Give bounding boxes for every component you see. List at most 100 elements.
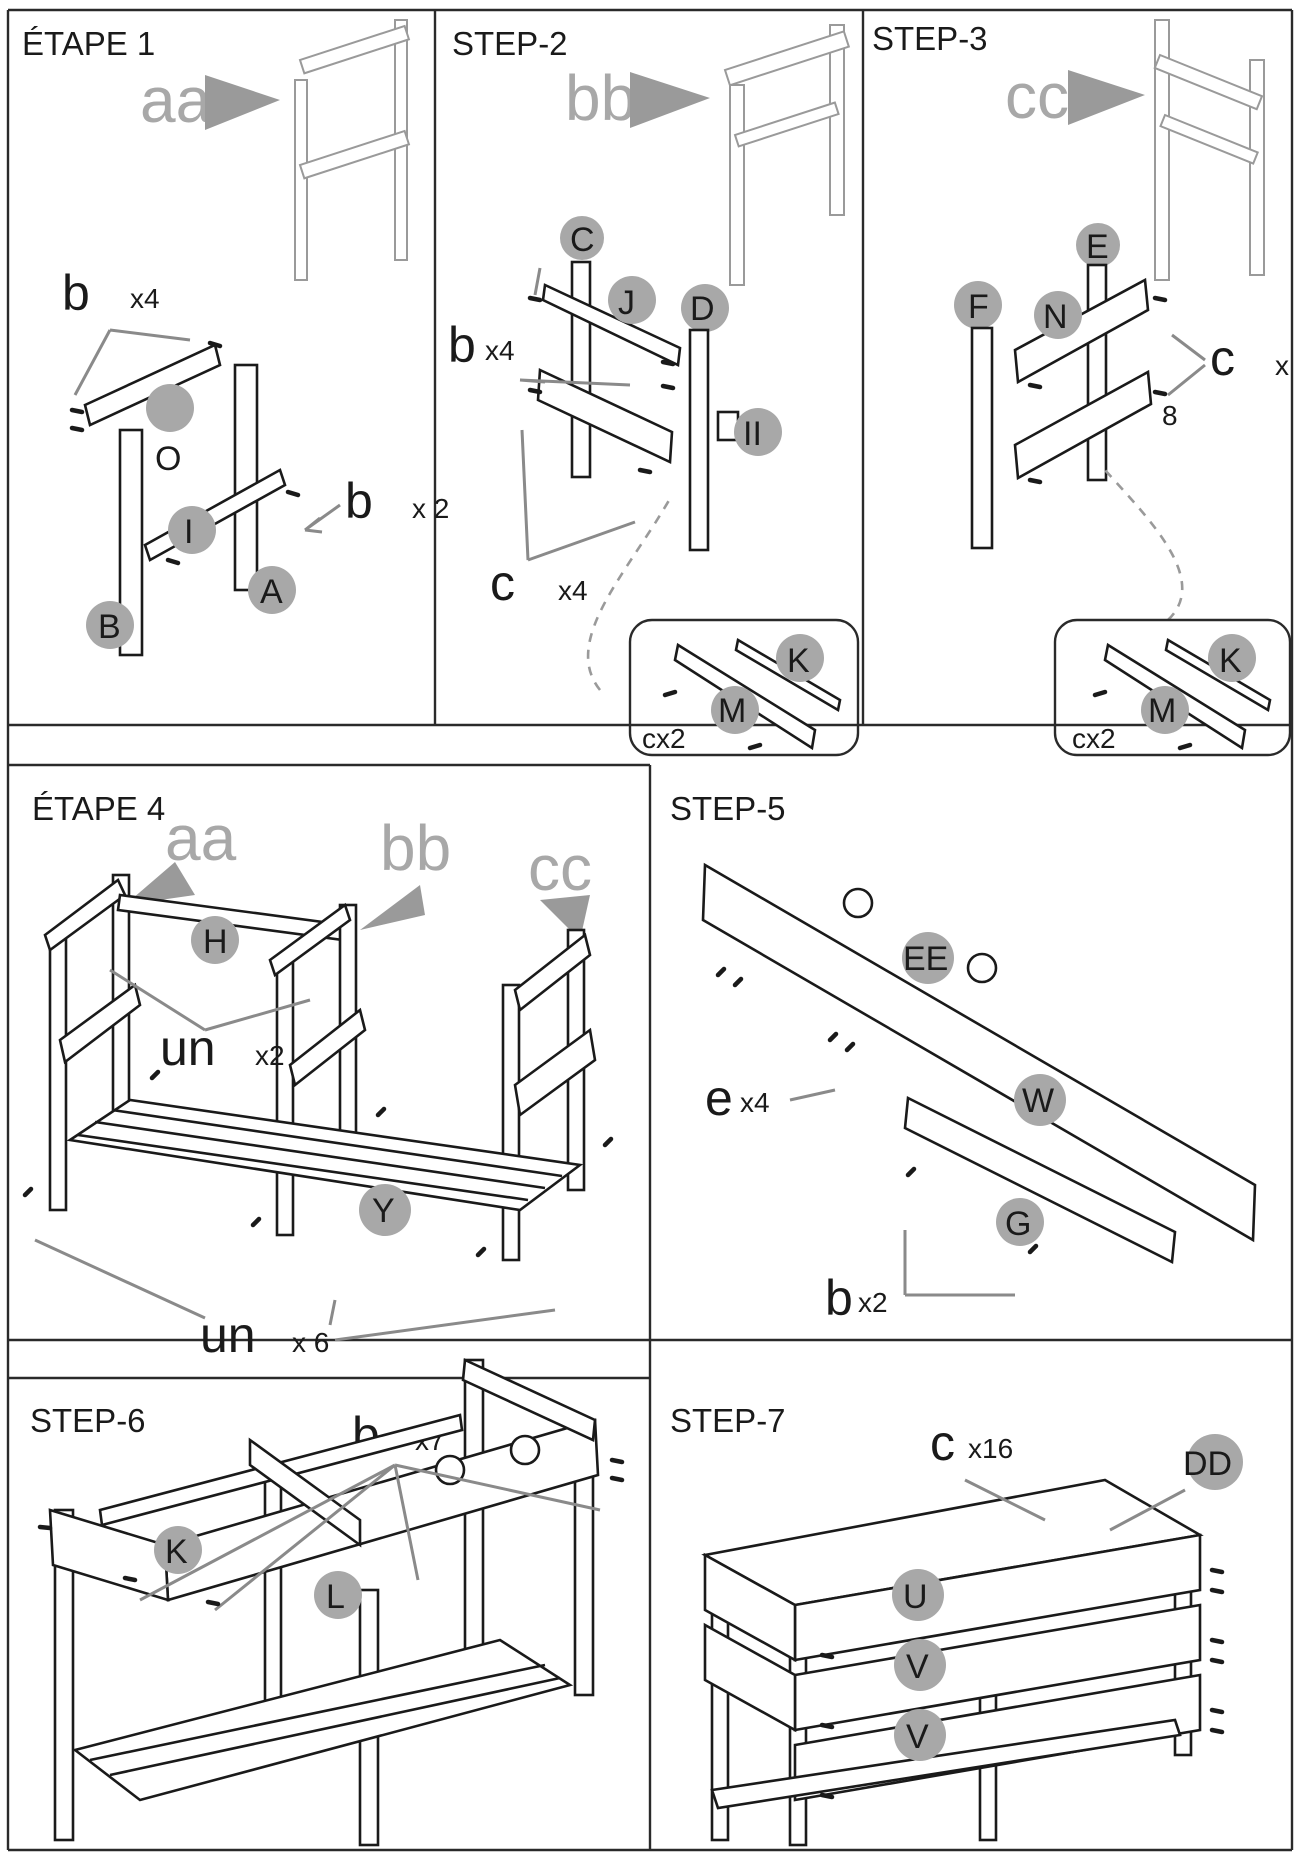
label-a: A bbox=[260, 573, 283, 611]
label-dd: DD bbox=[1183, 1445, 1232, 1483]
frame-post bbox=[275, 958, 295, 1237]
preview-frame bbox=[1153, 19, 1265, 281]
label-ii: II bbox=[743, 415, 762, 453]
label-n: N bbox=[1043, 298, 1068, 336]
part-b-letter: b bbox=[825, 1270, 853, 1326]
step-4: ÉTAPE 4 aa bb cc H Y un x2 bbox=[22, 790, 614, 1363]
step-1-title: ÉTAPE 1 bbox=[22, 25, 155, 62]
step-3-title: STEP-3 bbox=[872, 20, 988, 57]
post-d bbox=[688, 328, 710, 552]
step-1: ÉTAPE 1 aa b x4 O B A I b bbox=[22, 19, 449, 657]
ghost-arrow-icon bbox=[125, 862, 195, 905]
step-3: STEP-3 cc E F N c x 8 K M bbox=[872, 19, 1292, 757]
side-top-board bbox=[48, 1508, 170, 1602]
ghost-arrow-icon bbox=[205, 75, 280, 130]
inset-qty: cx2 bbox=[1072, 723, 1116, 754]
frame-rail bbox=[288, 1007, 367, 1088]
frame-post bbox=[48, 933, 68, 1212]
ghost-arrow-icon bbox=[630, 72, 710, 128]
inset-qty: cx2 bbox=[642, 723, 686, 754]
frame-rail bbox=[268, 902, 352, 978]
pointer-arrow-icon bbox=[1167, 333, 1206, 397]
part-c-qty-8: 8 bbox=[1162, 400, 1178, 431]
step-2-title: STEP-2 bbox=[452, 25, 568, 62]
pointer-arrow-icon bbox=[903, 1230, 1015, 1297]
frame-post bbox=[463, 1358, 485, 1672]
part-c-qty: x4 bbox=[558, 575, 588, 606]
rail-n bbox=[1013, 277, 1150, 385]
label-v2: V bbox=[906, 1718, 929, 1756]
pointer-arrow-icon bbox=[964, 1478, 1186, 1532]
rail-i bbox=[143, 468, 287, 562]
part-c-qty: x16 bbox=[968, 1433, 1013, 1464]
post-b bbox=[118, 428, 144, 657]
post-c bbox=[570, 260, 592, 479]
label-i: I bbox=[184, 513, 193, 551]
part-b-letter: b bbox=[448, 317, 476, 373]
label-dot bbox=[146, 384, 194, 432]
bracket-ee bbox=[509, 1434, 541, 1466]
step-3-ghost-label: cc bbox=[1005, 60, 1069, 132]
label-m: M bbox=[718, 692, 746, 730]
part-b2-qty: x 2 bbox=[412, 493, 449, 524]
step-6: STEP-6 b x7 K L bbox=[30, 1358, 625, 1847]
label-b: B bbox=[98, 608, 121, 646]
part-b-letter: b bbox=[62, 265, 90, 321]
un-qty-2: x 6 bbox=[292, 1327, 329, 1358]
ghost-arrow-icon bbox=[360, 885, 425, 930]
pointer-arrow-icon bbox=[109, 968, 311, 1032]
bracket-ee bbox=[966, 952, 998, 984]
label-c: C bbox=[570, 221, 595, 259]
post-a bbox=[233, 363, 259, 592]
label-k: K bbox=[165, 1533, 188, 1571]
rail-lower-3 bbox=[1013, 369, 1153, 481]
part-e-letter: e bbox=[705, 1070, 733, 1126]
label-g: G bbox=[1005, 1205, 1031, 1243]
frame-rail bbox=[513, 932, 592, 1013]
step-7: STEP-7 c x16 DD U V V bbox=[670, 1402, 1243, 1847]
preview-frame bbox=[723, 24, 851, 286]
part-c-letter: c bbox=[490, 555, 515, 611]
ghost-cc: cc bbox=[528, 832, 592, 904]
step-5-title: STEP-5 bbox=[670, 790, 786, 827]
board-w bbox=[701, 862, 1257, 1243]
label-l: L bbox=[326, 1578, 345, 1616]
label-k: K bbox=[787, 642, 810, 680]
step-7-title: STEP-7 bbox=[670, 1402, 786, 1439]
label-y: Y bbox=[372, 1192, 395, 1230]
panel-borders bbox=[6, 8, 1294, 1852]
bottom-shelf bbox=[710, 1718, 1182, 1810]
label-f: F bbox=[968, 288, 989, 326]
part-e-qty: x4 bbox=[740, 1087, 770, 1118]
step-1-ghost-label: aa bbox=[140, 64, 212, 136]
part-c-qty: x bbox=[1275, 350, 1289, 381]
label-u: U bbox=[903, 1578, 928, 1616]
step-6-title: STEP-6 bbox=[30, 1402, 146, 1439]
ghost-arrow-icon bbox=[1068, 70, 1145, 125]
label-m: M bbox=[1148, 692, 1176, 730]
label-ee: EE bbox=[903, 940, 948, 978]
side-board bbox=[703, 1552, 797, 1663]
part-b-qty: x2 bbox=[858, 1287, 888, 1318]
inset-box bbox=[628, 618, 860, 757]
side-top-board bbox=[461, 1358, 597, 1442]
label-v1: V bbox=[906, 1648, 929, 1686]
label-k: K bbox=[1219, 642, 1242, 680]
step-4-title: ÉTAPE 4 bbox=[32, 790, 165, 827]
post-e bbox=[1086, 263, 1108, 482]
inset-box bbox=[1053, 618, 1292, 757]
pointer-arrow-icon bbox=[520, 429, 636, 562]
step-2-ghost-label: bb bbox=[565, 62, 636, 134]
frame-post bbox=[263, 1468, 283, 1732]
label-d: D bbox=[690, 290, 715, 328]
label-e: E bbox=[1086, 228, 1109, 266]
board-g bbox=[903, 1095, 1177, 1265]
cross-rail-l bbox=[248, 1437, 362, 1548]
ghost-bb: bb bbox=[380, 812, 451, 884]
part-b-qty: x4 bbox=[485, 335, 515, 366]
preview-frame bbox=[294, 19, 411, 281]
label-h: H bbox=[203, 923, 228, 961]
un-letter-2: un bbox=[200, 1307, 256, 1363]
bottom-shelf bbox=[72, 1638, 574, 1802]
